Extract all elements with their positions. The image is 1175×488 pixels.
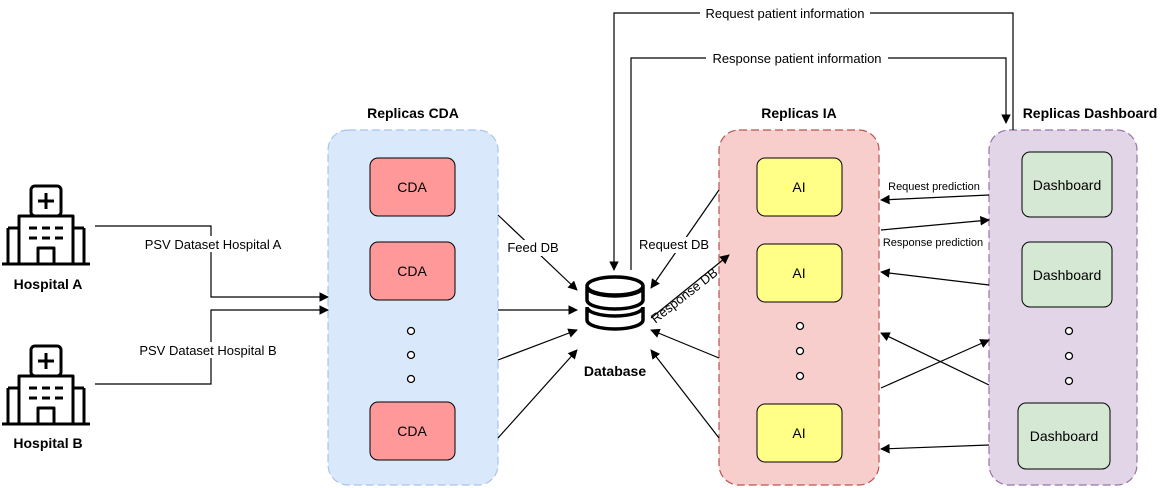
ai-node — [756, 157, 843, 217]
edge-response-patient-label: Response patient information — [712, 51, 881, 66]
ellipsis-dots — [406, 326, 416, 384]
ellipsis-dots — [1064, 326, 1074, 386]
edge-request-prediction — [880, 194, 990, 454]
edge-response-db — [650, 254, 730, 319]
group-dashboard-title: Replicas Dashboard — [1023, 105, 1158, 121]
dashboard-node — [1021, 241, 1113, 308]
hospital-a-label: Hospital A — [14, 276, 83, 292]
hospital-icon — [2, 184, 90, 266]
group-cda-title: Replicas CDA — [367, 105, 459, 121]
edge-response-prediction — [880, 216, 990, 389]
cda-node-label: CDA — [397, 179, 427, 195]
dashboard-node — [1021, 151, 1113, 218]
ai-node-label: AI — [792, 179, 805, 195]
hospital-icon — [2, 344, 90, 426]
dashboard-node-label: Dashboard — [1030, 428, 1099, 444]
edge-feed-db-label: Feed DB — [507, 240, 558, 255]
edge-request-db-label: Request DB — [639, 237, 709, 252]
edge-response-prediction-label: Response prediction — [883, 237, 983, 249]
edge-request-patient-label: Request patient information — [706, 6, 865, 21]
ai-node-label: AI — [792, 265, 805, 281]
ellipsis-dots — [795, 321, 805, 381]
hospital-b-label: Hospital B — [13, 435, 82, 451]
cda-node — [369, 241, 456, 301]
cda-node — [369, 157, 456, 217]
dashboard-node-label: Dashboard — [1033, 267, 1102, 283]
edge-psv-b-label: PSV Dataset Hospital B — [139, 343, 276, 358]
ai-node-label: AI — [792, 425, 805, 441]
group-ia-title: Replicas IA — [761, 105, 836, 121]
dashboard-node-label: Dashboard — [1033, 177, 1102, 193]
cda-node-label: CDA — [397, 263, 427, 279]
ai-node — [756, 243, 843, 303]
edge-psv-a-label: PSV Dataset Hospital A — [145, 237, 282, 252]
database-icon — [585, 275, 645, 331]
group-cda — [327, 129, 499, 486]
dashboard-node — [1017, 402, 1111, 470]
cda-node — [369, 401, 456, 461]
group-ia — [718, 129, 880, 486]
database-label: Database — [584, 363, 646, 379]
edge-request-prediction-label: Request prediction — [888, 181, 980, 193]
ai-node — [756, 403, 843, 463]
edge-response-db-label: Response DB — [648, 265, 720, 326]
edge-psv-a — [95, 225, 329, 302]
cda-node-label: CDA — [397, 423, 427, 439]
